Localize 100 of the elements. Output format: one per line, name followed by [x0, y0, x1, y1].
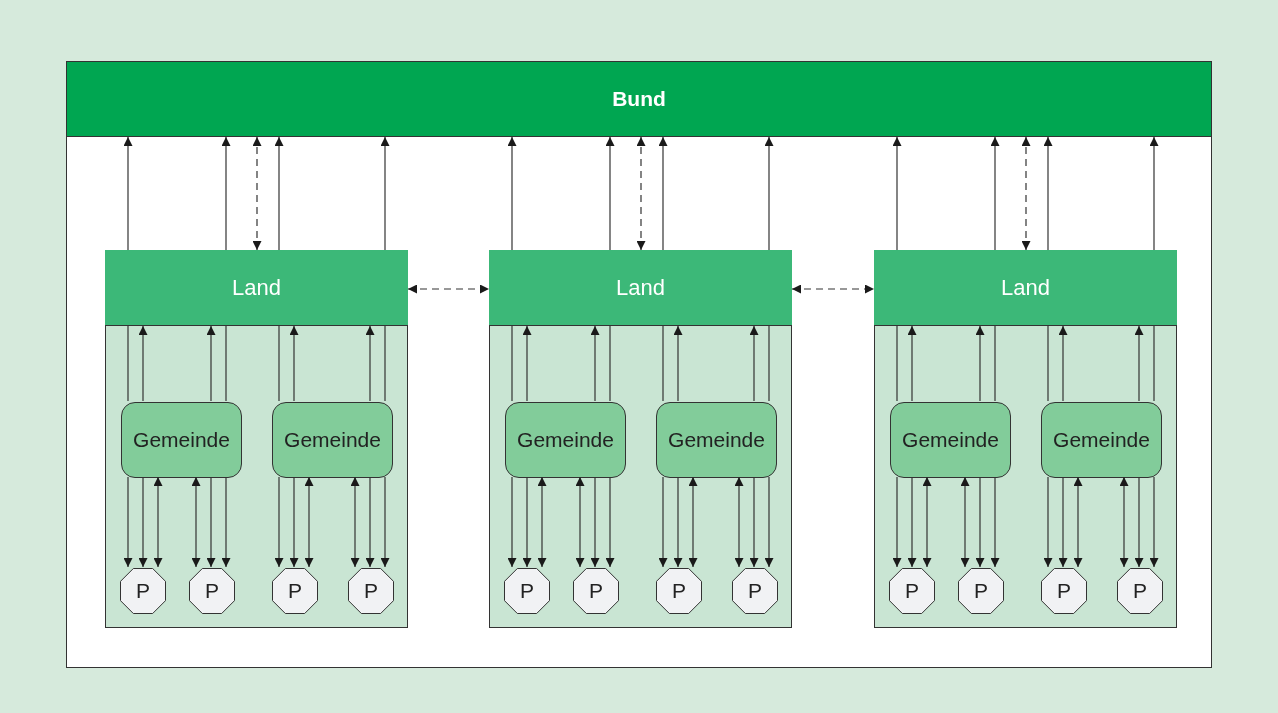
arrow — [1058, 325, 1068, 402]
arrow — [590, 325, 600, 402]
arrow — [138, 325, 148, 402]
node-label: P — [748, 579, 762, 603]
double-arrow — [304, 476, 314, 568]
arrow — [1149, 136, 1159, 251]
dashed-double-arrow — [636, 136, 646, 251]
arrow — [507, 136, 517, 251]
double-arrow — [153, 476, 163, 568]
process-box: Gemeinde — [505, 402, 626, 478]
arrow — [764, 476, 774, 568]
connector-line — [384, 325, 386, 402]
arrow — [123, 476, 133, 568]
arrow — [522, 476, 532, 568]
arrow — [605, 476, 615, 568]
arrow — [289, 325, 299, 402]
process-box: Gemeinde — [890, 402, 1011, 478]
arrow — [990, 476, 1000, 568]
connector-line — [662, 325, 664, 402]
connector-line — [278, 325, 280, 402]
arrow — [274, 476, 284, 568]
node-label: P — [1057, 579, 1071, 603]
double-arrow — [688, 476, 698, 568]
group-header: Land — [489, 250, 792, 326]
group-panel — [874, 250, 1177, 628]
arrow — [892, 136, 902, 251]
process-box: Gemeinde — [272, 402, 393, 478]
double-arrow — [575, 476, 585, 568]
group-panel — [105, 250, 408, 628]
arrow — [1043, 136, 1053, 251]
double-arrow — [191, 476, 201, 568]
connector-line — [511, 325, 513, 402]
group-header: Land — [105, 250, 408, 326]
arrow — [658, 476, 668, 568]
process-box: Gemeinde — [121, 402, 242, 478]
arrow — [907, 325, 917, 402]
connector-line — [768, 325, 770, 402]
arrow — [206, 476, 216, 568]
arrow — [975, 476, 985, 568]
node-label: P — [1133, 579, 1147, 603]
group-header: Land — [874, 250, 1177, 326]
double-arrow — [1073, 476, 1083, 568]
arrow — [507, 476, 517, 568]
node-label: P — [364, 579, 378, 603]
arrow — [975, 325, 985, 402]
arrow — [365, 325, 375, 402]
double-arrow — [350, 476, 360, 568]
connector-line — [1047, 325, 1049, 402]
double-arrow — [960, 476, 970, 568]
node-label: P — [905, 579, 919, 603]
group-panel — [489, 250, 792, 628]
connector-line — [127, 325, 129, 402]
arrow — [289, 476, 299, 568]
node-label: P — [136, 579, 150, 603]
arrow — [1134, 476, 1144, 568]
node-label: P — [672, 579, 686, 603]
arrow — [1134, 325, 1144, 402]
connector-line — [609, 325, 611, 402]
node-label: P — [520, 579, 534, 603]
connector-line — [225, 325, 227, 402]
process-box: Gemeinde — [656, 402, 777, 478]
double-arrow — [922, 476, 932, 568]
arrow — [749, 325, 759, 402]
connector-line — [994, 325, 996, 402]
arrow — [892, 476, 902, 568]
arrow — [990, 136, 1000, 251]
node-label: P — [974, 579, 988, 603]
arrow — [380, 476, 390, 568]
arrow — [1149, 476, 1159, 568]
arrow — [658, 136, 668, 251]
arrow — [380, 136, 390, 251]
arrow — [221, 136, 231, 251]
connector-line — [896, 325, 898, 402]
dashed-double-arrow — [407, 284, 490, 294]
process-box: Gemeinde — [1041, 402, 1162, 478]
double-arrow — [734, 476, 744, 568]
dashed-double-arrow — [1021, 136, 1031, 251]
arrow — [138, 476, 148, 568]
arrow — [749, 476, 759, 568]
double-arrow — [1119, 476, 1129, 568]
arrow — [1043, 476, 1053, 568]
node-label: P — [205, 579, 219, 603]
node-label: P — [589, 579, 603, 603]
arrow — [274, 136, 284, 251]
dashed-double-arrow — [252, 136, 262, 251]
double-arrow — [537, 476, 547, 568]
arrow — [907, 476, 917, 568]
arrow — [605, 136, 615, 251]
arrow — [590, 476, 600, 568]
arrow — [764, 136, 774, 251]
arrow — [673, 476, 683, 568]
node-label: P — [288, 579, 302, 603]
arrow — [221, 476, 231, 568]
dashed-double-arrow — [791, 284, 875, 294]
arrow — [365, 476, 375, 568]
connector-line — [1153, 325, 1155, 402]
arrow — [206, 325, 216, 402]
arrow — [1058, 476, 1068, 568]
arrow — [673, 325, 683, 402]
arrow — [522, 325, 532, 402]
